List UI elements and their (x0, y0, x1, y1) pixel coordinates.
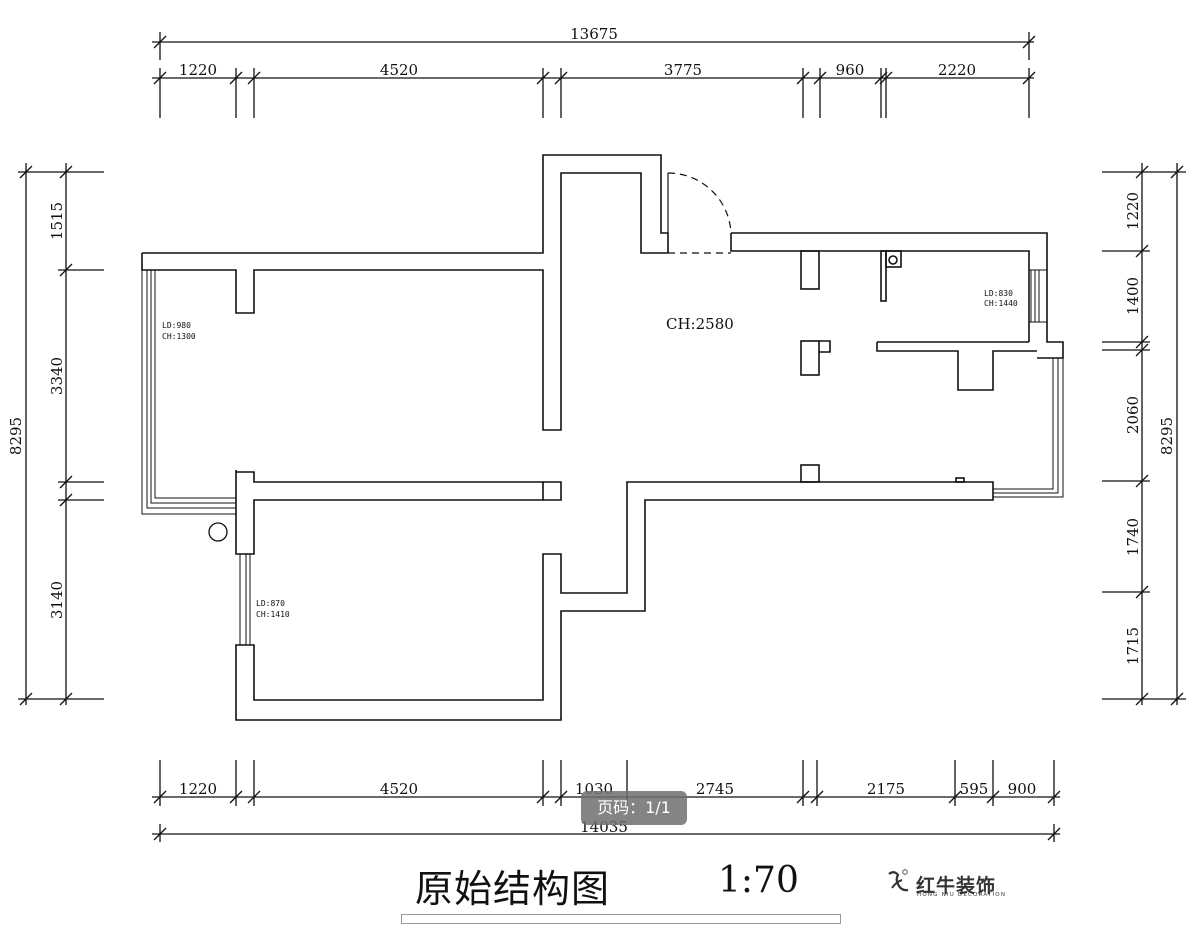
lower-window-ch: CH:1410 (256, 610, 290, 619)
lower-window-ld: LD:870 (256, 599, 285, 608)
left-dim-2: 3340 (48, 357, 66, 395)
left-window-ch: CH:1300 (162, 332, 196, 341)
page-indicator: 页码：1/1 (581, 791, 687, 825)
right-dim-3: 2060 (1124, 396, 1142, 434)
entry-door (667, 172, 732, 254)
brand-name: 红牛装饰 (916, 875, 997, 897)
bottom-dim-6: 595 (960, 780, 989, 798)
right-dim-1: 1220 (1124, 192, 1142, 230)
walls (141, 154, 1064, 721)
top-dim-5: 2220 (938, 61, 976, 79)
windows (141, 269, 1064, 645)
left-dim-1: 1515 (48, 202, 66, 240)
brand-logo: 红牛装饰 HONG NIU DECORATION (886, 866, 1026, 906)
right-window-ch: CH:1440 (984, 299, 1018, 308)
left-total-dim: 8295 (7, 417, 25, 455)
bottom-dim-2: 4520 (380, 780, 418, 798)
left-window-ld: LD:980 (162, 321, 191, 330)
left-dim-3: 3140 (48, 581, 66, 619)
brand-subtitle: HONG NIU DECORATION (917, 892, 1007, 898)
bottom-dim-4: 2745 (696, 780, 734, 798)
right-dim-5: 1715 (1124, 627, 1142, 665)
top-dim-4: 960 (836, 61, 865, 79)
drawing-title: 原始结构图 (415, 867, 611, 911)
bull-logo-icon (888, 869, 909, 892)
top-dim-2: 4520 (380, 61, 418, 79)
bottom-scrollbar[interactable] (401, 914, 841, 924)
top-dim-3: 3775 (664, 61, 702, 79)
drawing-scale: 1:70 (718, 860, 799, 901)
right-window-ld: LD:830 (984, 289, 1013, 298)
bottom-dim-7: 900 (1008, 780, 1037, 798)
top-dim-1: 1220 (179, 61, 217, 79)
right-total-dim: 8295 (1158, 417, 1176, 455)
top-total-dim: 13675 (570, 25, 618, 43)
bottom-dim-5: 2175 (867, 780, 905, 798)
ceiling-height-label: CH:2580 (666, 315, 734, 333)
right-dim-4: 1740 (1124, 518, 1142, 556)
column-marker (208, 522, 228, 542)
dimension-lines (18, 32, 1186, 842)
bottom-dim-1: 1220 (179, 780, 217, 798)
right-dim-2: 1400 (1124, 277, 1142, 315)
